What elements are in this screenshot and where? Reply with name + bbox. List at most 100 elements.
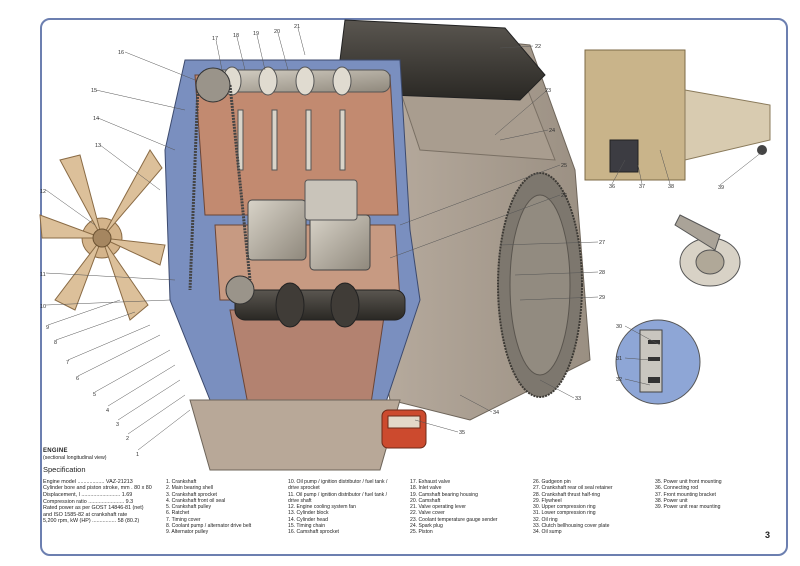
figure-title: ENGINE — [43, 448, 68, 454]
callout-8: 8 — [54, 340, 57, 346]
callout-14: 14 — [93, 116, 99, 122]
callout-27: 27 — [599, 240, 605, 246]
legend-column-2: 10. Oil pump / ignition distributor / fu… — [288, 479, 408, 536]
spec-line: 5,200 rpm, kW (HP) ................ 58 (… — [43, 518, 140, 525]
callout-10: 10 — [40, 304, 46, 310]
legend-item: drive shaft — [288, 497, 312, 504]
legend-item: 9. Alternator pulley — [166, 529, 209, 536]
legend-item: 19. Camshaft bearing housing — [410, 491, 478, 498]
legend-item: 18. Inlet valve — [410, 485, 442, 492]
callout-6: 6 — [76, 376, 79, 382]
legend-item: 6. Ratchet — [166, 510, 190, 517]
callout-34: 34 — [493, 410, 499, 416]
callout-22: 22 — [535, 44, 541, 50]
piston-ring-inset — [615, 319, 701, 405]
leader-lines — [45, 27, 763, 451]
callout-26: 26 — [561, 193, 567, 199]
legend-item: 17. Exhaust valve — [410, 479, 451, 485]
legend-column-1: 1. Crankshaft 2. Main bearing shell 3. C… — [166, 479, 286, 536]
callout-3: 3 — [116, 422, 119, 428]
spec-line: and ISO 1585-82 at crankshaft rate — [43, 511, 128, 518]
legend-item: 22. Valve cover — [410, 510, 445, 517]
callout-36: 36 — [609, 184, 615, 190]
crankshaft — [234, 282, 406, 328]
oil-sump — [189, 399, 401, 471]
legend-item: 16. Camshaft sprocket — [288, 529, 339, 536]
legend-column-5: 35. Power unit front mounting 36. Connec… — [655, 479, 775, 510]
callout-23: 23 — [545, 88, 551, 94]
callout-4: 4 — [106, 408, 109, 414]
spec-line: Engine model .................. VAZ-2121… — [43, 478, 133, 485]
legend-item: 26. Gudgeon pin — [533, 479, 571, 485]
callout-15: 15 — [91, 88, 97, 94]
page-number: 3 — [765, 530, 771, 540]
timing-chain — [188, 67, 255, 305]
legend-item: 5. Crankshaft pulley — [166, 504, 212, 511]
callout-39: 39 — [718, 185, 724, 191]
legend-item: 23. Coolant temperature gauge sender — [410, 516, 498, 523]
callout-24: 24 — [549, 128, 555, 134]
legend-column-3: 17. Exhaust valve 18. Inlet valve 19. Ca… — [410, 479, 530, 536]
callout-16: 16 — [118, 50, 124, 56]
legend-item: 31. Lower compression ring — [533, 510, 596, 517]
legend-item: 14. Cylinder head — [288, 516, 328, 523]
specification-block: ENGINE (sectional longitudinal view) Spe… — [43, 448, 161, 525]
callout-17: 17 — [212, 36, 218, 42]
legend-item: 32. Oil ring — [533, 516, 558, 523]
spec-line: Displacement, l ........................… — [43, 491, 133, 498]
callout-11: 11 — [40, 272, 46, 278]
callout-13: 13 — [95, 143, 101, 149]
cooling-fan — [39, 149, 166, 321]
legend-item: 37. Front mounting bracket — [655, 491, 716, 498]
legend-item: 29. Flywheel — [533, 497, 562, 504]
callout-25: 25 — [561, 163, 567, 169]
callout-21: 21 — [294, 24, 300, 30]
legend-item: 20. Camshaft — [410, 497, 441, 504]
legend-item: 39. Power unit rear mounting — [655, 504, 721, 511]
callout-1: 1 — [136, 452, 139, 458]
legend-item: 11. Oil pump / ignition distributor / fu… — [288, 491, 387, 498]
legend-item: 10. Oil pump / ignition distributor / fu… — [288, 479, 388, 485]
legend-item: 25. Piston — [410, 529, 433, 536]
legend-item: 3. Crankshaft sprocket — [166, 491, 217, 498]
legend-item: 34. Oil sump — [533, 529, 562, 536]
legend-item: 2. Main bearing shell — [166, 485, 214, 492]
callout-2: 2 — [126, 436, 129, 442]
spec-line: Cylinder bore and piston stroke, mm . 80… — [43, 485, 152, 492]
legend-item: 1. Crankshaft — [166, 479, 197, 485]
callout-32: 32 — [616, 377, 622, 383]
legend-item: 27. Crankshaft rear oil seal retainer — [533, 485, 613, 492]
power-unit-inset — [584, 49, 771, 181]
flywheel — [497, 172, 583, 398]
front-mounting — [381, 409, 427, 449]
callout-35: 35 — [459, 430, 465, 436]
callout-20: 20 — [274, 29, 280, 35]
legend-item: 8. Coolant pump / alternator drive belt — [166, 523, 252, 530]
callout-18: 18 — [233, 33, 239, 39]
legend-item: 4. Crankshaft front oil seal — [166, 497, 226, 504]
spec-heading: Specification — [43, 465, 86, 475]
legend-item: 33. Clutch bellhousing cover plate — [533, 523, 610, 530]
legend-item: 38. Power unit — [655, 497, 688, 504]
legend-item: 7. Timing cover — [166, 516, 201, 523]
legend-column-4: 26. Gudgeon pin 27. Crankshaft rear oil … — [533, 479, 653, 536]
pistons — [247, 179, 371, 271]
legend-item: 28. Crankshaft thrust half-ring — [533, 491, 601, 498]
figure-subtitle: (sectional longitudinal view) — [43, 454, 107, 461]
callout-31: 31 — [616, 356, 622, 362]
callout-38: 38 — [668, 184, 674, 190]
legend-item: 30. Upper compression ring — [533, 504, 596, 511]
callout-12: 12 — [40, 189, 46, 195]
legend-item: drive sprocket — [288, 485, 320, 492]
legend-item: 13. Cylinder block — [288, 510, 329, 517]
callout-7: 7 — [66, 360, 69, 366]
legend-item: 36. Connecting rod — [655, 485, 699, 492]
spec-line: Rated power as per GOST 14846-81 (net) — [43, 505, 144, 512]
callout-5: 5 — [93, 392, 96, 398]
spec-line: Compression ratio ......................… — [43, 498, 134, 505]
legend-item: 24. Spark plug — [410, 523, 443, 530]
callout-numbers: 1 2 3 4 5 6 7 8 9 10 11 12 13 14 15 16 1… — [40, 24, 724, 458]
valves — [237, 109, 346, 171]
legend-item: 35. Power unit front mounting — [655, 479, 722, 485]
